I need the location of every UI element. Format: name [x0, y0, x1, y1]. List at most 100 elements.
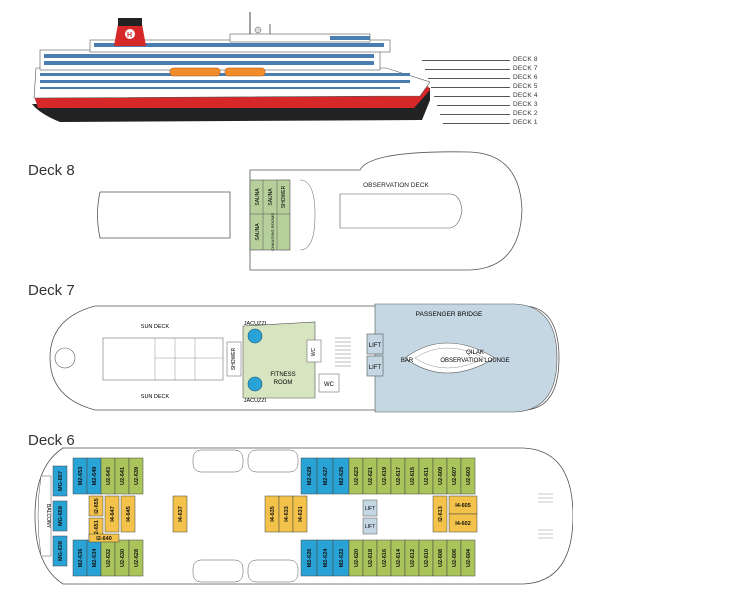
deck-legend-label: DECK 5 [513, 83, 538, 90]
cabin [448, 513, 478, 533]
deck6-lift-top: LIFT [365, 506, 375, 512]
cabin-label: M2-625 [339, 467, 345, 486]
deck7-sun-deck-bottom: SUN DECK [141, 394, 170, 400]
deck7-shower: SHOWER [231, 347, 237, 370]
deck-legend-label: DECK 8 [513, 56, 538, 63]
deck-legend-label: DECK 4 [513, 92, 538, 99]
deck8-observation-label: OBSERVATION DECK [363, 182, 429, 189]
ship-profile: H [30, 10, 435, 135]
deck-legend-label: DECK 1 [513, 119, 538, 126]
deck-legend-line [428, 78, 510, 79]
deck7-passenger-bridge: PASSENGER BRIDGE [416, 311, 483, 318]
cabin-label: M2-653 [78, 467, 84, 486]
cabin-label: U2-615 [410, 467, 416, 485]
cabin [128, 539, 144, 577]
cabin-label: I2-613 [438, 506, 444, 522]
cabin [120, 495, 136, 533]
deck-legend-label: DECK 7 [513, 65, 538, 72]
deck7-wc-bottom: WC [324, 382, 335, 388]
cabin-label: I2-651 [94, 520, 100, 536]
deck7-title: Deck 7 [28, 282, 75, 299]
cabin-label: U2-623 [354, 467, 360, 485]
cabin-label: MG-657 [58, 471, 64, 491]
deck6-balcony: BALCONY [45, 504, 51, 529]
cabin-label: U2-616 [382, 549, 388, 567]
cabin-label: MG-638 [58, 541, 64, 561]
cabin-label: MG-659 [58, 506, 64, 526]
cabin-label: I4-602 [455, 521, 471, 527]
cabin-label: U2-603 [466, 467, 472, 485]
cabin-label: M2-629 [307, 467, 313, 486]
cabin-label: I4-631 [298, 506, 304, 522]
cabin-label: I4-647 [110, 506, 116, 522]
cabin-label: U2-619 [382, 467, 388, 485]
deck7-bar: BAR [401, 358, 414, 364]
cabin-label: U2-620 [354, 549, 360, 567]
cabin-label: U2-610 [424, 549, 430, 567]
svg-text:H: H [127, 32, 132, 39]
cabin [104, 495, 120, 533]
cabin-label: I4-637 [178, 506, 184, 522]
cabin-label: I4-633 [284, 506, 290, 522]
cabin [460, 539, 476, 577]
deck7-wc-top: WC [311, 347, 317, 356]
deck-legend-label: DECK 6 [513, 74, 538, 81]
deck8-title: Deck 8 [28, 162, 75, 179]
deck7-qilak-2: OBSERVATION LOUNGE [440, 358, 509, 364]
cabin [88, 495, 104, 517]
cabin-label: U2-621 [368, 467, 374, 485]
cabin-label: I2-655 [94, 498, 100, 514]
cabin [52, 535, 68, 567]
cabin-label: I4-635 [270, 506, 276, 522]
deck8-sauna-b: SAUNA [268, 188, 274, 206]
deck-legend-line [434, 96, 510, 97]
deck7-lift-top: LIFT [369, 343, 382, 349]
deck7-fitness-room [242, 321, 316, 399]
cabin-label: U2-608 [438, 549, 444, 567]
deck7-lift-bottom: LIFT [369, 365, 382, 371]
jacuzzi-icon [247, 376, 263, 392]
deck-legend-line [425, 69, 510, 70]
cabin-label: U2-618 [368, 549, 374, 567]
cabin [292, 495, 308, 533]
cabin-label: I4-605 [455, 503, 471, 509]
cabin [432, 495, 448, 533]
deck-legend-line [440, 114, 510, 115]
cabin-label: U2-617 [396, 467, 402, 485]
deck7-fitness-2: ROOM [274, 380, 293, 386]
cabin-label: U2-614 [396, 548, 402, 567]
cabin-label: M2-622 [339, 549, 345, 568]
deck-legend-line [443, 123, 510, 124]
deck-legend-line [422, 60, 510, 61]
cabin-label: U2-609 [438, 467, 444, 485]
cabin [52, 500, 68, 532]
deck-legend-line [437, 105, 510, 106]
cabin-label: I2-640 [96, 536, 112, 542]
deck7-plan: LIFT LIFT BAR PASSENGER BRIDGE QILAK OBS… [45, 298, 565, 423]
deck7-jacuzzi-top: JACUZZI [244, 321, 267, 327]
cabin-label: U2-607 [452, 467, 458, 485]
cabin-label: M2-636 [78, 549, 84, 568]
cabin-label: U2-604 [466, 548, 472, 567]
cabin-label: U2-628 [134, 549, 140, 567]
deck6-lift-bottom: LIFT [365, 524, 375, 530]
cabin-label: I4-645 [126, 506, 132, 522]
cabin-label: U2-632 [106, 549, 112, 567]
cabin [88, 533, 120, 543]
deck7-qilak-1: QILAK [466, 350, 484, 356]
cabin-label: U2-639 [134, 467, 140, 485]
deck7-sun-deck-top: SUN DECK [141, 324, 170, 330]
deck-legend-label: DECK 3 [513, 101, 538, 108]
deck7-jacuzzi-bottom: JACUZZI [244, 398, 267, 404]
cabin-label: U2-612 [410, 549, 416, 567]
cabin-label: U2-630 [120, 549, 126, 567]
cabin [460, 457, 476, 495]
cabin-label: M2-634 [92, 548, 98, 568]
cabin-label: U2-611 [424, 467, 430, 485]
deck-legend-line [431, 87, 510, 88]
deck8-sauna-c: SAUNA [255, 223, 261, 241]
cabin-label: M2-649 [92, 467, 98, 486]
deck6-title: Deck 6 [28, 432, 75, 449]
cabin-label: M2-624 [323, 548, 329, 568]
